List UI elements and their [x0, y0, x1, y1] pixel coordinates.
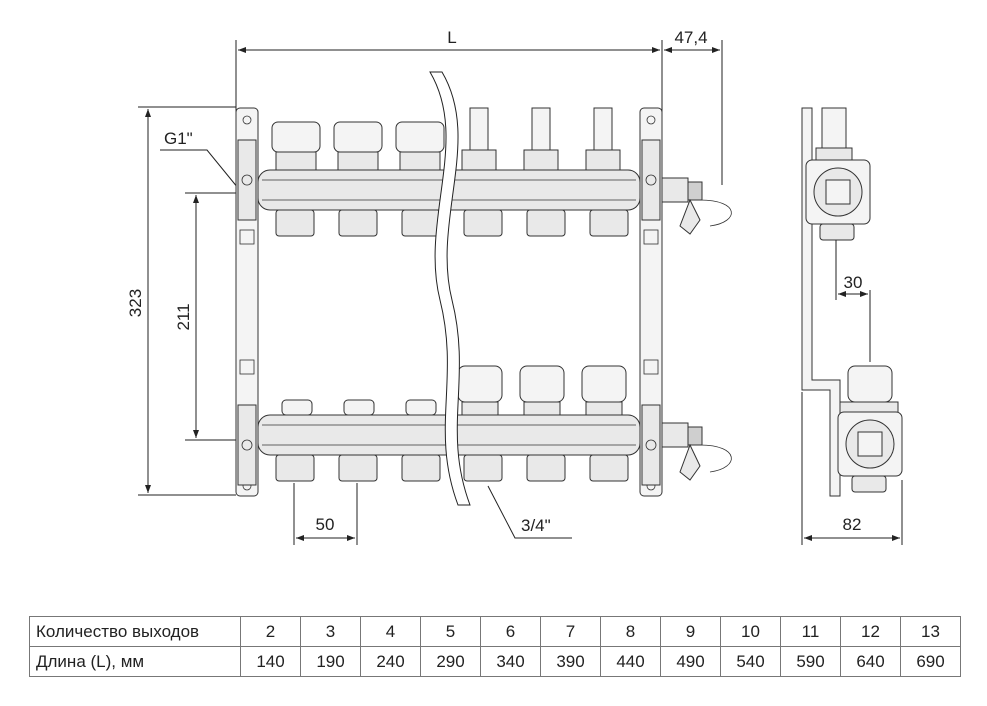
table-cell: 11	[780, 616, 841, 647]
axis-distance-label: 211	[174, 303, 193, 330]
dim-height: 323 211	[126, 106, 240, 496]
table-cell: 3	[300, 616, 361, 647]
return-outlets	[275, 454, 629, 482]
supply-caps	[271, 121, 445, 171]
table-cell: 240	[360, 646, 421, 677]
table-cell: 8	[600, 616, 661, 647]
side-offset-label: 47,4	[674, 28, 707, 47]
table-cell: 340	[480, 646, 541, 677]
right-bracket	[639, 107, 663, 497]
break-line	[429, 71, 471, 506]
pitch-label: 50	[316, 515, 335, 534]
table-cell: 190	[300, 646, 361, 677]
return-small-caps	[281, 399, 437, 416]
row-header: Длина (L), мм	[29, 646, 241, 677]
table-cell: 440	[600, 646, 661, 677]
table-cell: 12	[840, 616, 901, 647]
table-cell: 390	[540, 646, 601, 677]
table-cell: 7	[540, 616, 601, 647]
total-height-label: 323	[126, 289, 145, 317]
inlet-thread-callout: G1"	[160, 129, 239, 189]
table-cell: 10	[720, 616, 781, 647]
return-drain-valve	[661, 422, 732, 481]
side-view: 30 82	[801, 107, 903, 545]
table-cell: 290	[420, 646, 481, 677]
table-cell: 5	[420, 616, 481, 647]
table-cell: 640	[840, 646, 901, 677]
length-label: L	[447, 28, 456, 47]
dim-length: L 47,4	[235, 28, 723, 185]
flow-meters	[461, 107, 621, 171]
dim-pitch: 50	[293, 483, 358, 545]
actuator-caps	[457, 365, 627, 416]
inlet-thread-label: G1"	[164, 129, 193, 148]
left-bracket	[235, 107, 259, 497]
table-cell: 590	[780, 646, 841, 677]
supply-drain-valve	[661, 177, 732, 235]
outlet-thread-callout: 3/4"	[487, 485, 572, 539]
table-cell: 540	[720, 646, 781, 677]
table-cell: 490	[660, 646, 721, 677]
outlet-thread-label: 3/4"	[521, 516, 551, 535]
table-cell: 6	[480, 616, 541, 647]
table-cell: 4	[360, 616, 421, 647]
table-cell: 13	[900, 616, 961, 647]
supply-outlets	[275, 209, 629, 237]
manifold-drawing: L 47,4 323 211 G1"	[126, 28, 903, 545]
table-cell: 690	[900, 646, 961, 677]
table-cell: 2	[240, 616, 301, 647]
table-cell: 140	[240, 646, 301, 677]
depth-label: 82	[843, 515, 862, 534]
table-cell: 9	[660, 616, 721, 647]
bracket-offset-label: 30	[844, 273, 863, 292]
row-header: Количество выходов	[29, 616, 241, 647]
